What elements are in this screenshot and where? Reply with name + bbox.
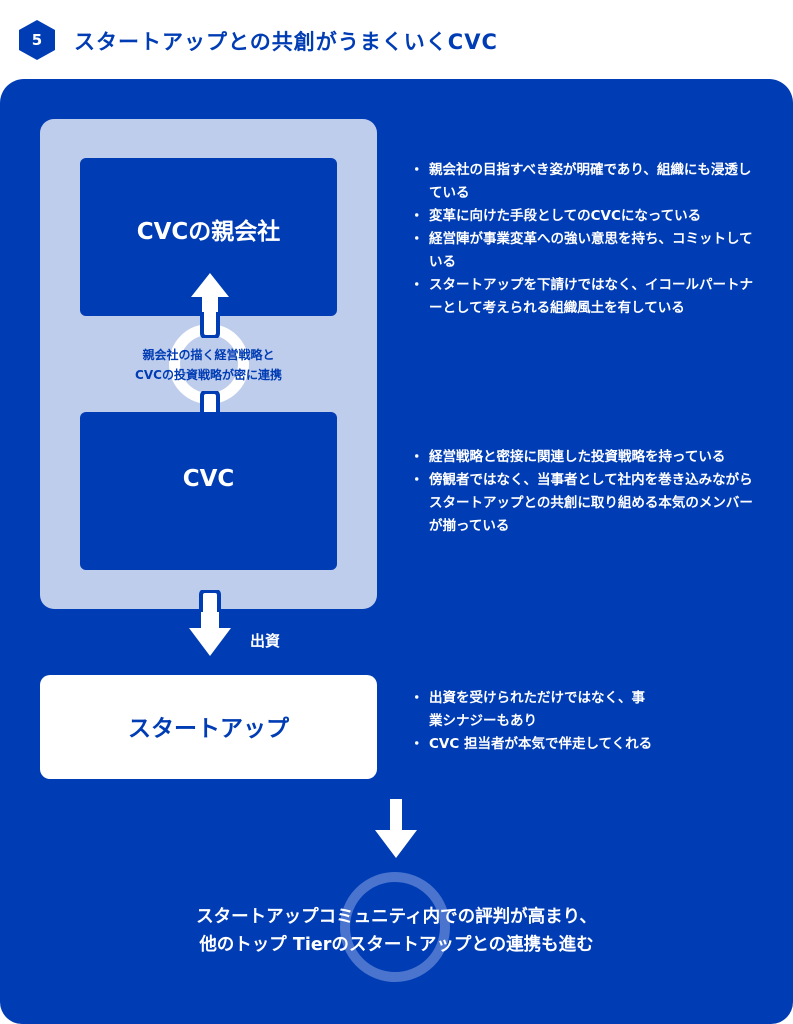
cvc-group-box: CVCの親会社 親会社の描く経営戦略と CVCの投資戦略が密に連携 CVC [40, 119, 377, 609]
startup-box: スタートアップ [40, 675, 377, 779]
startup-label: スタートアップ [128, 716, 289, 742]
bullet-item: 経営戦略と密接に関連した投資戦略を持っている [410, 446, 764, 469]
section-number: 5 [31, 31, 43, 49]
parent-company-label: CVCの親会社 [136, 219, 281, 245]
parent-company-bullets: 親会社の目指すべき姿が明確であり、組織にも浸透している 変革に向けた手段としての… [410, 159, 764, 320]
cvc-bullets: 経営戦略と密接に関連した投資戦略を持っている 傍観者ではなく、当事者として社内を… [410, 446, 764, 538]
cvc-label: CVC [182, 466, 235, 492]
result-arrow-icon [375, 799, 417, 859]
result-ring-icon [340, 872, 450, 982]
bullet-item: 経営陣が事業変革への強い意思を持ち、コミットしている [410, 228, 764, 274]
hexagon-icon [19, 20, 55, 60]
section-title: スタートアップとの共創がうまくいくCVC [74, 30, 498, 54]
bullet-item: 出資を受けられただけではなく、事業シナジーもあり [410, 687, 654, 733]
diagram-panel: CVCの親会社 親会社の描く経営戦略と CVCの投資戦略が密に連携 CVC 親会… [0, 79, 793, 1024]
bullet-item: 傍観者ではなく、当事者として社内を巻き込みながらスタートアップとの共創に取り組め… [410, 469, 764, 538]
section-header: 5 スタートアップとの共創がうまくいくCVC [0, 0, 793, 80]
investment-label: 出資 [250, 632, 281, 650]
result-description: スタートアップコミュニティ内での評判が高まり、 他のトップ Tierのスタートア… [196, 907, 597, 955]
bullet-item: 変革に向けた手段としてのCVCになっている [410, 205, 764, 228]
bullet-item: 親会社の目指すべき姿が明確であり、組織にも浸透している [410, 159, 764, 205]
bullet-item: スタートアップを下請けではなく、イコールパートナーとして考えられる組織風土を有し… [410, 274, 764, 320]
link-description: 親会社の描く経営戦略と CVCの投資戦略が密に連携 [135, 348, 282, 382]
investment-arrow-icon [188, 590, 232, 658]
section-number-badge: 5 [19, 20, 55, 60]
startup-bullets: 出資を受けられただけではなく、事業シナジーもあり CVC 担当者が本気で伴走して… [410, 687, 764, 756]
cvc-box: CVC [80, 412, 337, 570]
arrow-up-icon [190, 272, 230, 338]
bullet-item: CVC 担当者が本気で伴走してくれる [410, 733, 764, 756]
